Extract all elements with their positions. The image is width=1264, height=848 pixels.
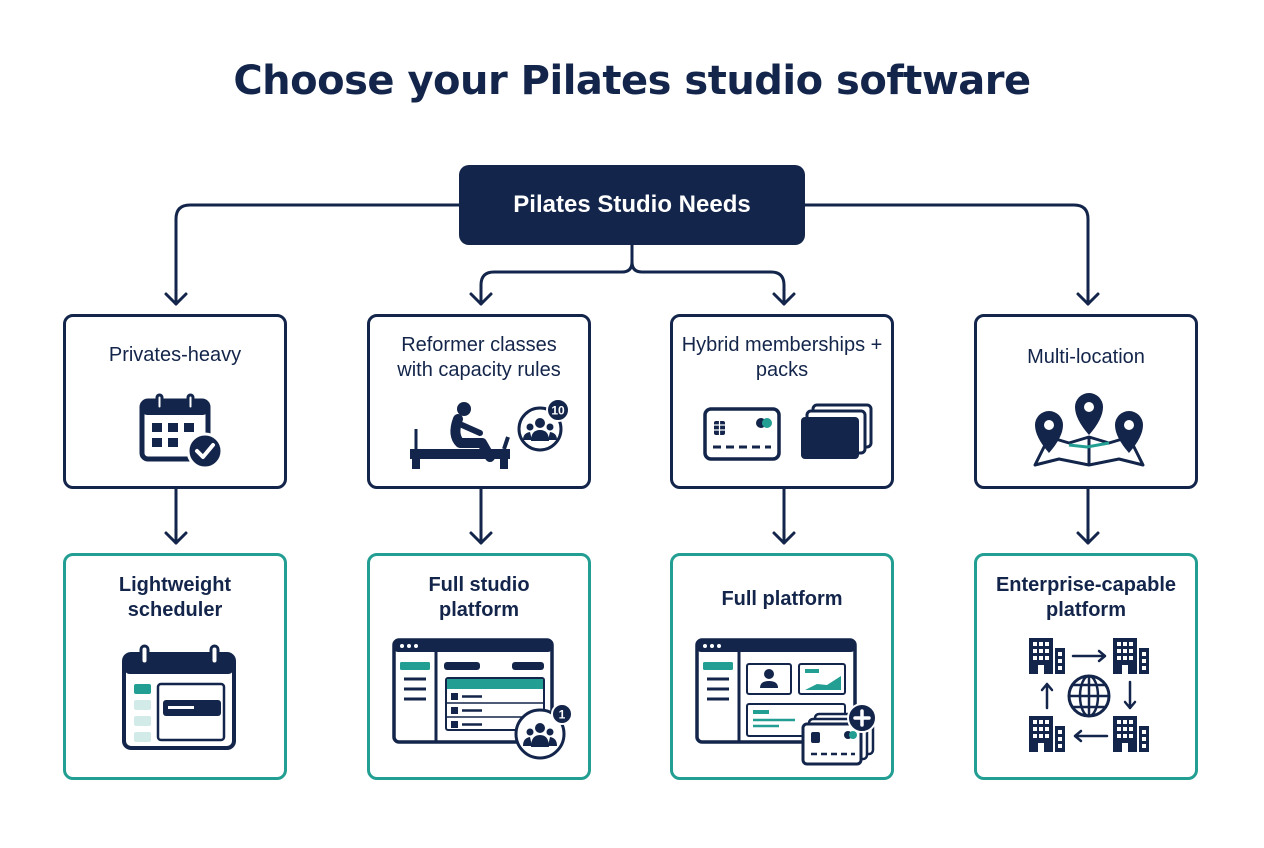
need-label: Hybrid memberships + packs bbox=[681, 334, 883, 381]
need-node-hybrid-memberships: Hybrid memberships + packs bbox=[670, 314, 894, 489]
dashboard-payments-icon bbox=[695, 638, 877, 766]
cards-icon bbox=[703, 403, 873, 461]
outcome-label: Full platform bbox=[721, 588, 843, 610]
dashboard-group-icon: 1 bbox=[392, 638, 573, 760]
need-node-reformer-classes: Reformer classes with capacity rules 10 bbox=[367, 314, 591, 489]
need-label: Multi-location bbox=[1027, 346, 1145, 368]
outcome-label: Full studio platform bbox=[428, 574, 530, 621]
buildings-globe-icon bbox=[1029, 638, 1149, 752]
outcome-node-enterprise-capable-platform: Enterprise-capable platform bbox=[974, 553, 1198, 780]
need-label: Privates-heavy bbox=[108, 344, 242, 366]
capacity-badge: 10 bbox=[551, 404, 565, 418]
page-title: Choose your Pilates studio software bbox=[233, 58, 1031, 104]
outcome-node-full-studio-platform: Full studio platform 1 bbox=[367, 553, 591, 780]
outcome-label: Lightweight scheduler bbox=[118, 574, 232, 621]
outcome-node-full-platform: Full platform bbox=[670, 553, 894, 780]
group-capacity-icon: 10 bbox=[517, 398, 570, 452]
root-node-pilates-studio-needs: Pilates Studio Needs bbox=[459, 165, 805, 245]
reformer-icon bbox=[410, 402, 510, 469]
need-label: Reformer classes with capacity rules bbox=[397, 334, 561, 381]
outcome-node-lightweight-scheduler: Lightweight scheduler bbox=[63, 553, 287, 780]
map-pins-icon bbox=[1033, 393, 1145, 467]
need-node-privates-heavy: Privates-heavy bbox=[63, 314, 287, 489]
calendar-check-icon bbox=[139, 393, 224, 470]
need-node-multi-location: Multi-location bbox=[974, 314, 1198, 489]
calendar-schedule-icon bbox=[122, 644, 236, 750]
notification-badge: 1 bbox=[559, 708, 566, 722]
root-node-label: Pilates Studio Needs bbox=[513, 191, 751, 218]
outcome-label: Enterprise-capable platform bbox=[995, 574, 1177, 621]
